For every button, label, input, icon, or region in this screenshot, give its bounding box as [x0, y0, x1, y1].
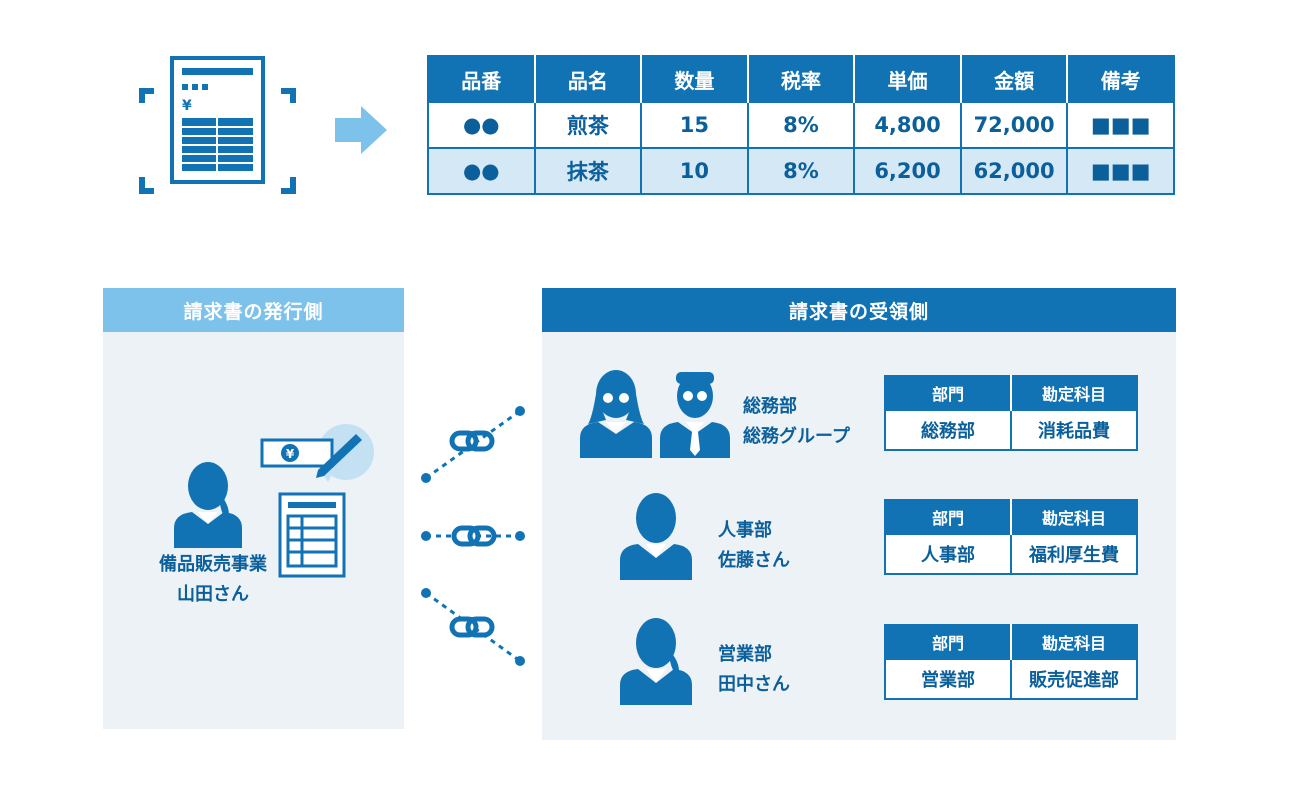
person-dept: 営業部 [718, 644, 772, 665]
table-cell: ●● [427, 101, 536, 149]
group-label: 総務部 総務グループ [743, 392, 850, 452]
receiver-panel-title: 請求書の受領側 [542, 288, 1176, 332]
chain-link-icon [421, 406, 525, 483]
table-row: ●● 抹茶 10 8% 6,200 62,000 ■■■ [427, 147, 1175, 195]
dept-header: 部門 [885, 625, 1011, 659]
table-cell: 62,000 [959, 147, 1069, 195]
column-header: 品番 [428, 56, 536, 102]
column-header: 品名 [533, 56, 643, 102]
table-cell: 15 [640, 101, 749, 149]
account-value: 福利厚生費 [1010, 533, 1137, 574]
group-dept: 総務部 [743, 396, 797, 417]
invoice-issue-icon: ¥ [260, 424, 374, 578]
person-dept: 人事部 [718, 520, 772, 541]
column-header: 備考 [1066, 56, 1174, 102]
table-cell: 6,200 [853, 147, 962, 195]
dept-header: 部門 [885, 500, 1011, 534]
issuer-company: 備品販売事業 [159, 554, 267, 575]
table-cell: 10 [640, 147, 749, 195]
table-cell: 8% [746, 147, 856, 195]
account-header: 勘定科目 [1010, 500, 1137, 534]
dept-header: 部門 [885, 376, 1011, 410]
chain-link-icon [421, 525, 525, 547]
person-icon [620, 618, 692, 705]
account-header: 勘定科目 [1010, 625, 1137, 659]
issuer-panel [103, 288, 404, 729]
account-value: 販売促進部 [1010, 658, 1137, 699]
dept-value: 営業部 [885, 658, 1011, 699]
account-header: 勘定科目 [1010, 376, 1137, 410]
column-header: 金額 [959, 56, 1069, 102]
table-cell: ●● [427, 147, 536, 195]
person-name: 田中さん [718, 674, 790, 695]
table-row: ●● 煎茶 15 8% 4,800 72,000 ■■■ [427, 101, 1175, 149]
svg-text:¥: ¥ [286, 447, 295, 461]
issuer-person-label: 備品販売事業 山田さん [148, 550, 278, 610]
svg-text:¥: ¥ [182, 98, 192, 114]
table-cell: 8% [746, 101, 856, 149]
column-header: 数量 [640, 56, 749, 102]
column-header: 単価 [853, 56, 962, 102]
table-cell: ■■■ [1066, 101, 1175, 149]
group-name: 総務グループ [743, 426, 850, 447]
issuer-person-icon [174, 462, 242, 548]
invoice-data-table: 品番 品名 数量 税率 単価 金額 備考 ●● 煎茶 15 8% 4,800 7… [427, 55, 1175, 195]
table-cell: 72,000 [959, 101, 1069, 149]
dept-account-table: 部門勘定科目 人事部福利厚生費 [884, 499, 1138, 575]
table-cell: 煎茶 [533, 101, 643, 149]
arrow-right-icon [335, 106, 387, 154]
person-icon [620, 493, 692, 580]
column-header: 税率 [746, 56, 856, 102]
table-cell: 4,800 [853, 101, 962, 149]
person-label: 営業部 田中さん [718, 640, 790, 700]
scanned-invoice-icon: ¥ [139, 56, 296, 194]
table-cell: 抹茶 [533, 147, 643, 195]
account-value: 消耗品費 [1010, 409, 1137, 450]
person-label: 人事部 佐藤さん [718, 516, 790, 576]
issuer-panel-title: 請求書の発行側 [103, 288, 404, 332]
issuer-name: 山田さん [177, 584, 249, 605]
link-connectors [421, 406, 525, 666]
dept-account-table: 部門勘定科目 総務部消耗品費 [884, 375, 1138, 451]
dept-value: 総務部 [885, 409, 1011, 450]
dept-account-table: 部門勘定科目 営業部販売促進部 [884, 624, 1138, 700]
person-name: 佐藤さん [718, 550, 790, 571]
table-header-row: 品番 品名 数量 税率 単価 金額 備考 [428, 56, 1174, 102]
group-people-icon [580, 370, 730, 458]
dept-value: 人事部 [885, 533, 1011, 574]
chain-link-icon [421, 588, 525, 666]
table-cell: ■■■ [1066, 147, 1175, 195]
